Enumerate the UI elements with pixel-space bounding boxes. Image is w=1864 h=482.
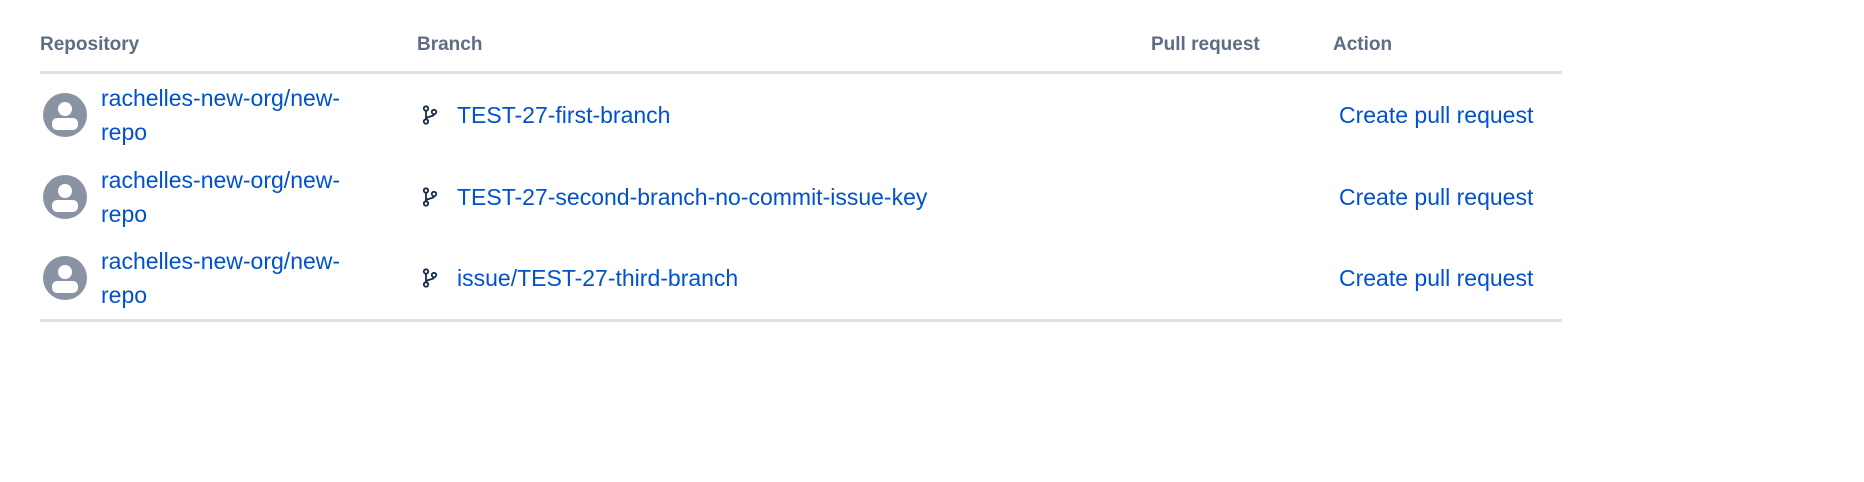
branch-cell-content: issue/TEST-27-third-branch — [417, 261, 1151, 295]
repository-name-line2: repo — [101, 281, 148, 308]
repository-name-line2: repo — [101, 200, 148, 227]
git-branch-icon — [422, 186, 438, 207]
repository-link[interactable]: rachelles-new-org/new- repo — [101, 81, 371, 149]
git-branch-icon — [422, 105, 438, 125]
table-row: rachelles-new-org/new- repo — [40, 157, 1562, 237]
table-row: rachelles-new-org/new- repo — [40, 236, 1562, 322]
branch-cell-content: TEST-27-first-branch — [417, 98, 1151, 132]
repository-link[interactable]: rachelles-new-org/new- repo — [101, 163, 371, 231]
repository-cell: rachelles-new-org/new- repo — [40, 157, 417, 237]
action-cell: Create pull request — [1333, 72, 1562, 157]
table-header: Repository Branch Pull request Action — [40, 0, 1562, 74]
column-header-branch: Branch — [417, 0, 1151, 74]
pull-request-cell — [1151, 72, 1333, 157]
repository-name-line1: rachelles-new-org/new- — [101, 247, 341, 274]
pull-request-cell — [1151, 236, 1333, 322]
branch-link[interactable]: TEST-27-second-branch-no-commit-issue-ke… — [457, 183, 928, 210]
branch-link[interactable]: issue/TEST-27-third-branch — [457, 264, 739, 291]
column-header-repository: Repository — [40, 0, 417, 74]
repository-cell-content: rachelles-new-org/new- repo — [40, 244, 417, 312]
repo-avatar-icon — [43, 174, 87, 219]
column-header-action: Action — [1333, 0, 1562, 74]
create-pull-request-link[interactable]: Create pull request — [1339, 102, 1534, 128]
branch-cell: TEST-27-first-branch — [417, 72, 1151, 157]
table-body: rachelles-new-org/new- repo — [40, 72, 1562, 322]
table-header-row: Repository Branch Pull request Action — [40, 0, 1562, 74]
action-cell: Create pull request — [1333, 236, 1562, 322]
table-row: rachelles-new-org/new- repo — [40, 72, 1562, 157]
repository-name-line2: repo — [101, 119, 148, 145]
branch-link[interactable]: TEST-27-first-branch — [457, 102, 671, 128]
git-branch-icon — [422, 267, 438, 288]
branch-cell: issue/TEST-27-third-branch — [417, 236, 1151, 322]
branch-cell: TEST-27-second-branch-no-commit-issue-ke… — [417, 157, 1151, 237]
repository-name-line1: rachelles-new-org/new- — [101, 85, 341, 111]
repository-cell: rachelles-new-org/new- repo — [40, 72, 417, 157]
repository-name-line1: rachelles-new-org/new- — [101, 166, 341, 193]
branches-table: Repository Branch Pull request Action ra… — [40, 0, 1562, 322]
create-pull-request-link[interactable]: Create pull request — [1339, 264, 1534, 291]
repository-link[interactable]: rachelles-new-org/new- repo — [101, 244, 371, 312]
pull-request-cell — [1151, 157, 1333, 237]
action-cell: Create pull request — [1333, 157, 1562, 237]
repo-avatar-icon — [43, 255, 87, 300]
branch-cell-content: TEST-27-second-branch-no-commit-issue-ke… — [417, 180, 1151, 214]
repository-cell-content: rachelles-new-org/new- repo — [40, 81, 417, 149]
branches-table-container: Repository Branch Pull request Action ra… — [40, 0, 1562, 322]
repo-avatar-icon — [43, 93, 87, 137]
column-header-pull-request: Pull request — [1151, 0, 1333, 74]
repository-cell-content: rachelles-new-org/new- repo — [40, 163, 417, 231]
create-pull-request-link[interactable]: Create pull request — [1339, 183, 1534, 210]
repository-cell: rachelles-new-org/new- repo — [40, 236, 417, 322]
